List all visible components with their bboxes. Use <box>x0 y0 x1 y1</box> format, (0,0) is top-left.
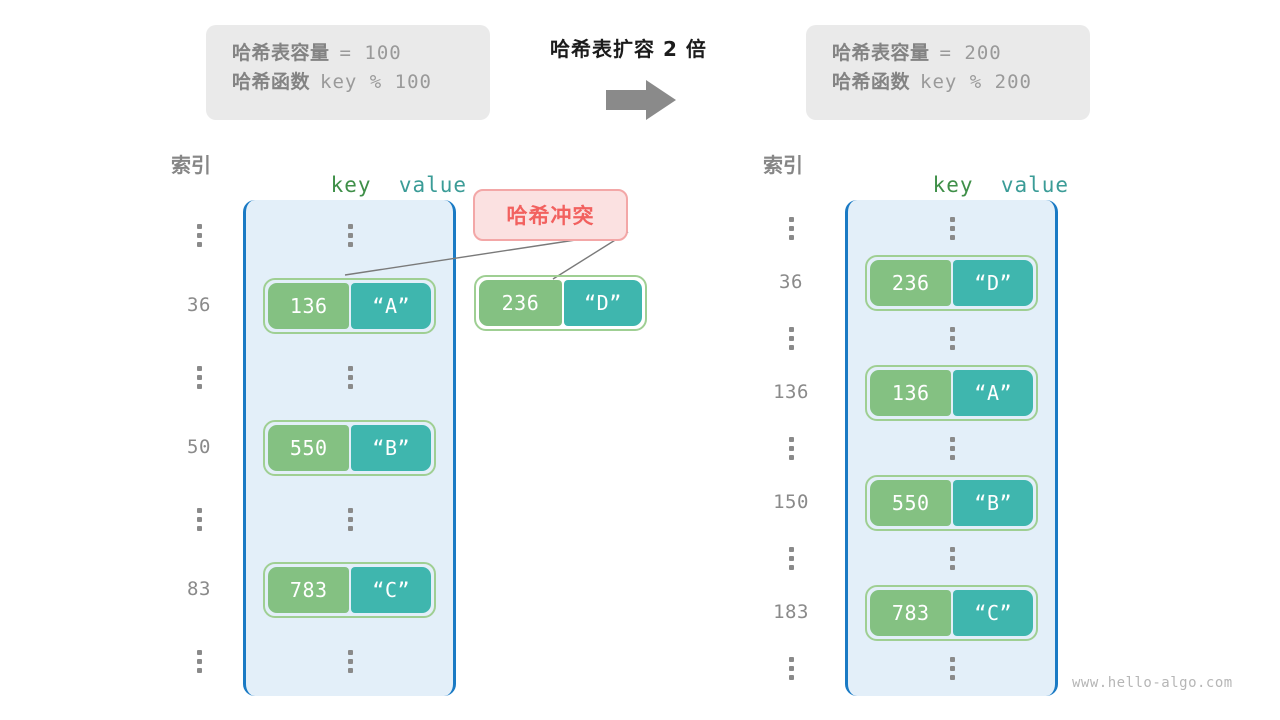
right-bucket-ellipsis <box>949 326 955 350</box>
left-info-box: 哈希表容量 = 100 哈希函数 key % 100 <box>206 25 490 120</box>
right-bucket-ellipsis <box>949 216 955 240</box>
left-entry-pair[interactable]: 550“B” <box>263 420 436 476</box>
right-arrow-icon <box>606 80 676 120</box>
left-entry-key: 550 <box>268 425 350 471</box>
right-index-ellipsis <box>789 326 794 350</box>
right-entry-pair[interactable]: 783“C” <box>865 585 1038 642</box>
right-entry-pair[interactable]: 550“B” <box>865 475 1038 532</box>
right-bucket-ellipsis <box>949 547 955 571</box>
right-value-header: value <box>1000 173 1070 197</box>
left-entry-value: “B” <box>351 425 431 471</box>
right-index-header: 索引 <box>763 153 803 177</box>
left-kv-header: key value <box>276 149 467 221</box>
right-entry-pair[interactable]: 236“D” <box>865 254 1038 311</box>
right-index-ellipsis <box>789 547 794 571</box>
right-bucket-ellipsis <box>949 437 955 460</box>
right-entry-value: “D” <box>953 259 1033 306</box>
left-function-value: key % 100 <box>320 71 432 94</box>
left-entry-value: “C” <box>351 566 431 613</box>
right-capacity-value: = 200 <box>939 42 1002 64</box>
right-info-box: 哈希表容量 = 200 哈希函数 key % 200 <box>806 25 1090 120</box>
left-key-header: key <box>330 173 372 197</box>
collision-pair[interactable]: 236 “D” <box>474 275 647 331</box>
left-index-header: 索引 <box>171 153 211 177</box>
site-watermark: www.hello-algo.com <box>1072 675 1233 691</box>
right-capacity-label: 哈希表容量 <box>832 42 930 64</box>
right-index-label: 183 <box>773 601 809 624</box>
right-index-label: 36 <box>779 270 803 293</box>
right-function-line: 哈希函数 key % 200 <box>832 68 1064 97</box>
right-function-value: key % 200 <box>920 71 1032 94</box>
right-entry-key: 136 <box>870 369 952 416</box>
collision-pair-key: 236 <box>479 280 562 326</box>
right-entry-value: “C” <box>953 590 1033 637</box>
expansion-title: 哈希表扩容 2 倍 <box>550 37 707 61</box>
right-entry-value: “B” <box>953 480 1033 527</box>
right-index-label: 150 <box>773 491 809 514</box>
right-entry-key: 236 <box>870 259 952 306</box>
right-capacity-line: 哈希表容量 = 200 <box>832 39 1064 68</box>
collision-pair-value: “D” <box>563 280 642 326</box>
left-index-ellipsis <box>197 366 202 390</box>
left-function-label: 哈希函数 <box>232 71 311 94</box>
left-bucket-ellipsis <box>347 366 353 390</box>
right-function-label: 哈希函数 <box>832 71 911 94</box>
left-function-line: 哈希函数 key % 100 <box>232 68 464 97</box>
left-capacity-line: 哈希表容量 = 100 <box>232 39 464 68</box>
left-index-label: 83 <box>187 577 211 600</box>
left-bucket-ellipsis <box>347 224 353 248</box>
hash-collision-badge: 哈希冲突 <box>473 189 628 241</box>
left-index-label: 50 <box>187 436 211 458</box>
right-index-ellipsis <box>789 437 794 460</box>
right-kv-header: key value <box>878 149 1069 221</box>
right-entry-value: “A” <box>953 369 1033 416</box>
right-entry-key: 550 <box>870 480 952 527</box>
right-index-ellipsis <box>789 657 794 681</box>
right-entry-pair[interactable]: 136“A” <box>865 364 1038 421</box>
left-entry-key: 783 <box>268 566 350 613</box>
left-entry-pair[interactable]: 136“A” <box>263 278 436 335</box>
right-entry-key: 783 <box>870 590 952 637</box>
left-index-ellipsis <box>197 649 202 673</box>
left-index-ellipsis <box>197 507 202 531</box>
left-capacity-label: 哈希表容量 <box>232 42 330 64</box>
left-entry-pair[interactable]: 783“C” <box>263 561 436 618</box>
left-index-label: 36 <box>187 294 211 317</box>
left-bucket-ellipsis <box>347 507 353 531</box>
right-key-header: key <box>932 173 974 197</box>
left-bucket-ellipsis <box>347 649 353 673</box>
left-capacity-value: = 100 <box>339 42 402 64</box>
left-index-ellipsis <box>197 224 202 248</box>
right-bucket-ellipsis <box>949 657 955 681</box>
left-entry-value: “A” <box>351 283 431 330</box>
right-index-label: 136 <box>773 380 809 403</box>
right-index-ellipsis <box>789 216 794 240</box>
left-entry-key: 136 <box>268 283 350 330</box>
left-value-header: value <box>398 173 468 197</box>
